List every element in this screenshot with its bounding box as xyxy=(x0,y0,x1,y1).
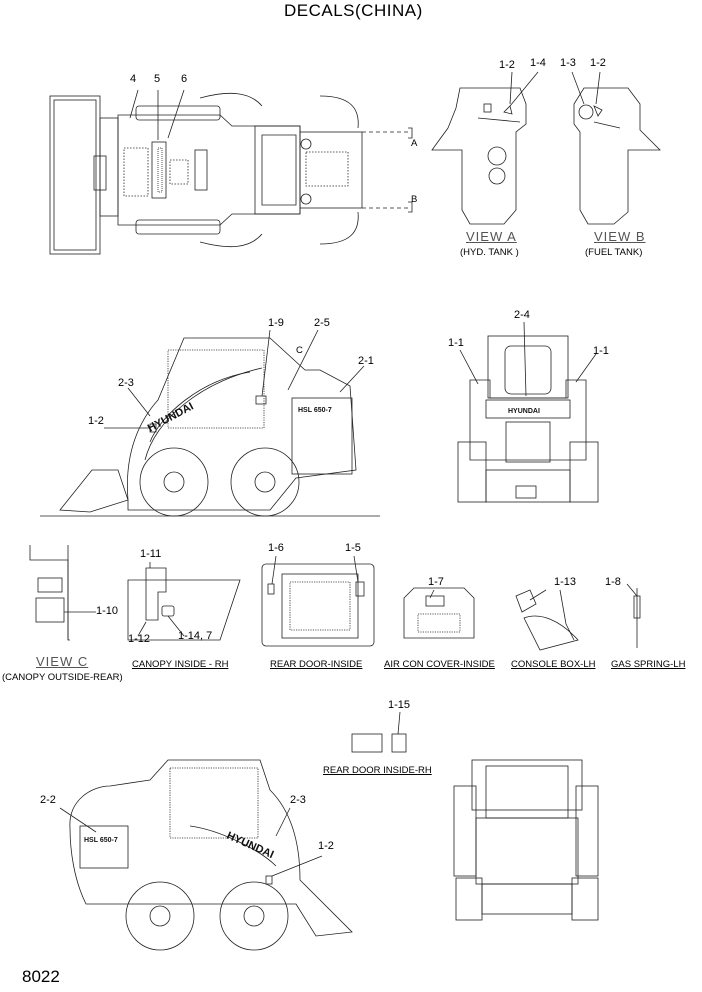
view-a-callout-1: 1-2 xyxy=(499,59,515,71)
model-decal-rh: HSL 650-7 xyxy=(298,407,332,414)
side-lh-callout-2-2: 2-2 xyxy=(40,794,56,806)
view-b-caption: (FUEL TANK) xyxy=(585,247,643,258)
view-a-caption: (HYD. TANK ) xyxy=(460,247,519,258)
canopy-inside-detail xyxy=(127,562,241,641)
console-caption: CONSOLE BOX-LH xyxy=(511,659,596,670)
view-c-caption: (CANOPY OUTSIDE-REAR) xyxy=(2,672,123,683)
brand-decal-rear: HYUNDAI xyxy=(508,408,540,415)
marker-a: A xyxy=(411,138,418,149)
rear-view-machine xyxy=(457,321,599,503)
marker-b: B xyxy=(411,194,418,205)
rear-door-callout-1-5: 1-5 xyxy=(345,542,361,554)
side-lh-callout-2-3: 2-3 xyxy=(290,794,306,806)
console-callout: 1-13 xyxy=(554,576,577,588)
canopy-callout-1-14-7: 1-14, 7 xyxy=(178,630,213,642)
side-rh-callout-2-1: 2-1 xyxy=(358,355,374,367)
canopy-callout-1-12: 1-12 xyxy=(128,633,151,645)
console-box-detail xyxy=(515,589,579,651)
view-b-panel xyxy=(571,71,661,225)
side-rh-callout-2-3: 2-3 xyxy=(118,377,134,389)
rear-door-inside-detail xyxy=(261,555,375,647)
rear-door-callout-1-6: 1-6 xyxy=(268,542,284,554)
canopy-callout-1-11: 1-11 xyxy=(140,548,162,560)
view-c-heading: VIEW C xyxy=(36,654,89,669)
rear-door-rh-callout: 1-15 xyxy=(388,699,411,711)
brand-decal-lh: HYUNDAI xyxy=(225,830,276,861)
rear-callout-1-1-right: 1-1 xyxy=(593,345,609,357)
side-lh-callout-1-2: 1-2 xyxy=(318,840,334,852)
view-c-detail xyxy=(29,545,96,641)
side-rh-callout-2-5: 2-5 xyxy=(314,317,330,329)
view-b-callout-1: 1-3 xyxy=(560,57,576,69)
gas-spring-detail xyxy=(626,583,641,648)
rear-door-inside-caption: REAR DOOR-INSIDE xyxy=(270,659,363,670)
rear-door-rh-detail xyxy=(351,711,407,753)
air-con-cover-detail xyxy=(403,587,475,639)
view-a-heading: VIEW A xyxy=(466,229,517,244)
gas-spring-caption: GAS SPRING-LH xyxy=(611,659,686,670)
callout-5: 5 xyxy=(154,73,161,85)
page-number: 8022 xyxy=(22,967,60,986)
rear-door-rh-caption: REAR DOOR INSIDE-RH xyxy=(323,765,432,776)
side-view-lh xyxy=(59,759,353,951)
view-c-callout: 1-10 xyxy=(96,605,119,617)
canopy-inside-caption: CANOPY INSIDE - RH xyxy=(132,659,229,670)
side-rh-callout-1-2: 1-2 xyxy=(88,415,104,427)
page-title: DECALS(CHINA) xyxy=(284,1,423,20)
side-view-rh xyxy=(40,329,380,517)
rear-callout-1-1-left: 1-1 xyxy=(448,337,464,349)
air-con-caption: AIR CON COVER-INSIDE xyxy=(384,659,495,670)
air-con-callout: 1-7 xyxy=(428,576,444,588)
view-a-callout-2: 1-4 xyxy=(530,57,546,69)
view-b-heading: VIEW B xyxy=(594,229,646,244)
marker-c: C xyxy=(296,345,303,356)
view-a-panel xyxy=(431,71,539,225)
gas-spring-callout: 1-8 xyxy=(605,576,621,588)
rear-callout-2-4: 2-4 xyxy=(514,309,530,321)
callout-4: 4 xyxy=(130,73,137,85)
callout-6: 6 xyxy=(181,73,188,85)
top-view-machine xyxy=(49,89,413,255)
model-decal-lh: HSL 650-7 xyxy=(84,837,118,844)
front-view-machine xyxy=(453,759,599,921)
side-rh-callout-1-9: 1-9 xyxy=(268,317,284,329)
view-b-callout-2: 1-2 xyxy=(590,57,606,69)
